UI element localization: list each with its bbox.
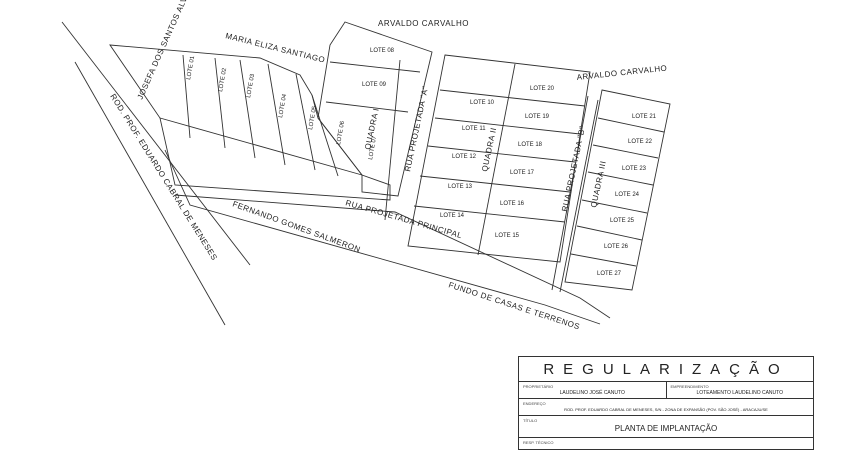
owner-cell: PROPRIETÁRIO LAUDELINO JOSÉ CANUTO (519, 382, 666, 398)
drawing-title-caption: TÍTULO (523, 418, 538, 423)
drawing-title-cell: TÍTULO PLANTA DE IMPLANTAÇÃO (519, 416, 813, 437)
lot-label: LOTE 02 (218, 67, 228, 92)
lot-label: LOTE 06 (336, 120, 346, 145)
lot-label: LOTE 01 (186, 55, 196, 80)
lot-label: LOTE 23 (622, 166, 647, 172)
owner-value: LAUDELINO JOSÉ CANUTO (559, 390, 625, 396)
title-block-row-title: TÍTULO PLANTA DE IMPLANTAÇÃO (519, 416, 813, 438)
street-rod-prof: ROD. PROF. EDUARDO CABRAL DE MENESES (108, 92, 219, 262)
lot-label: LOTE 09 (362, 82, 387, 88)
lot-label: LOTE 12 (452, 154, 477, 160)
lot-label: LOTE 11 (462, 126, 486, 132)
address-cell: ENDEREÇO ROD. PROF. EDUARDO CABRAL DE ME… (519, 399, 813, 415)
lot-label: LOTE 16 (500, 201, 525, 207)
lot-label: LOTE 25 (610, 218, 635, 224)
resp-caption: RESP. TÉCNICO (523, 440, 554, 445)
lot-label: LOTE 05 (308, 105, 318, 130)
lot-label: LOTE 27 (597, 271, 622, 277)
street-projetada-a: RUA PROJETADA "A" (403, 85, 430, 172)
drawing-title-value: PLANTA DE IMPLANTAÇÃO (614, 424, 718, 433)
street-arvaldo-right: ARVALDO CARVALHO (576, 64, 667, 82)
lot-label: LOTE 26 (604, 244, 629, 250)
owner-caption: PROPRIETÁRIO (523, 384, 554, 389)
title-block-row-address: ENDEREÇO ROD. PROF. EDUARDO CABRAL DE ME… (519, 399, 813, 416)
title-block-row-owner: PROPRIETÁRIO LAUDELINO JOSÉ CANUTO EMPRE… (519, 382, 813, 399)
lot-label: LOTE 08 (370, 48, 395, 54)
address-value: ROD. PROF. EDUARDO CABRAL DE MENESES, S/… (564, 407, 768, 412)
title-block-heading: REGULARIZAÇÃO (519, 357, 813, 382)
lot-label: LOTE 07 (368, 135, 378, 160)
lot-label: LOTE 19 (525, 114, 550, 120)
highway-edge-outer (61, 21, 251, 266)
lot-label: LOTE 20 (530, 86, 555, 92)
lot-label: LOTE 10 (470, 100, 495, 106)
lot-label: LOTE 03 (246, 73, 256, 98)
lot-label: LOTE 13 (448, 184, 473, 190)
lot-label: LOTE 14 (440, 213, 465, 219)
quadra-iii-outline (564, 89, 671, 291)
lot-label: LOTE 21 (632, 114, 657, 120)
lot-label: LOTE 17 (510, 170, 535, 176)
lot-label: LOTE 22 (628, 139, 653, 145)
development-value: LOTEAMENTO LAUDELINO CANUTO (696, 390, 784, 396)
block-quadra-iii: QUADRA III (589, 160, 608, 209)
title-block: REGULARIZAÇÃO PROPRIETÁRIO LAUDELINO JOS… (518, 356, 814, 450)
lot-label: LOTE 04 (278, 93, 288, 118)
lot-label: LOTE 15 (495, 233, 520, 239)
street-maria: MARIA ELIZA SANTIAGO (225, 31, 327, 65)
lot-label: LOTE 24 (615, 192, 640, 198)
address-caption: ENDEREÇO (523, 401, 546, 406)
quadra-ii-outline (407, 54, 591, 263)
street-projetada-principal: RUA PROJETADA PRINCIPAL (344, 198, 463, 240)
street-projetada-b: RUA PROJETADA "B" (560, 125, 587, 212)
development-caption: EMPREENDIMENTO (670, 384, 709, 389)
resp-cell: RESP. TÉCNICO (519, 438, 813, 450)
quadra-i-east-outline (317, 21, 433, 197)
development-cell: EMPREENDIMENTO LOTEAMENTO LAUDELINO CANU… (665, 382, 814, 398)
highway-edge-inner (74, 61, 226, 326)
lot-label: LOTE 18 (518, 142, 543, 148)
street-arvaldo-top: ARVALDO CARVALHO (378, 19, 469, 28)
title-block-row-resp: RESP. TÉCNICO (519, 438, 813, 450)
